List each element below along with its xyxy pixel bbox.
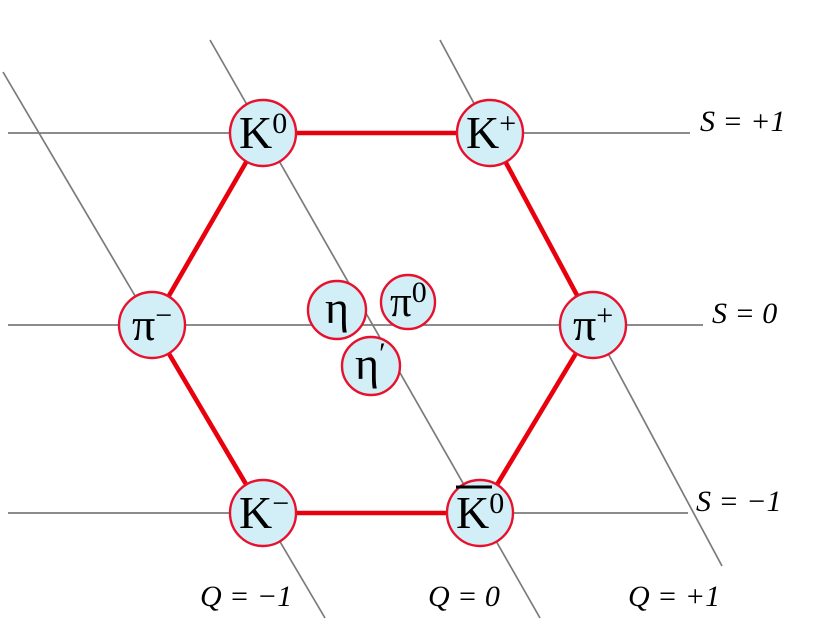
particle-k0bar: K0 bbox=[445, 478, 515, 548]
particle-k0bar-label: K0 bbox=[456, 487, 504, 538]
q-plus1-label: Q = +1 bbox=[628, 580, 720, 613]
particle-k0-sup: 0 bbox=[272, 107, 287, 140]
particle-pi0-base: π bbox=[390, 279, 412, 326]
particle-k0: K0 bbox=[228, 98, 298, 168]
particle-piminus-circle bbox=[117, 290, 187, 360]
q-minus1-label: Q = −1 bbox=[200, 580, 292, 613]
particle-eta-label: η bbox=[325, 282, 349, 333]
s-plus1-label: S = +1 bbox=[700, 105, 786, 138]
particle-piplus-circle bbox=[558, 290, 628, 360]
particle-etaprime: η′ bbox=[340, 335, 402, 397]
particle-pi0-circle bbox=[379, 273, 437, 331]
particle-piminus: π− bbox=[117, 290, 187, 360]
axis-labels: S = +1 S = 0 S = −1 Q = −1 Q = 0 Q = +1 bbox=[200, 105, 786, 613]
particle-kplus-label: K+ bbox=[466, 107, 516, 158]
particle-piplus-label: π+ bbox=[573, 299, 613, 350]
particle-k0bar-base: K bbox=[456, 487, 489, 538]
particle-k0-label: K0 bbox=[239, 107, 287, 158]
particle-piplus: π+ bbox=[558, 290, 628, 360]
particle-piminus-base: π bbox=[132, 299, 155, 350]
particle-kminus-circle bbox=[228, 478, 298, 548]
particle-k0-base: K bbox=[239, 107, 272, 158]
particle-etaprime-prime: ′ bbox=[379, 337, 386, 370]
particle-kminus-sup: − bbox=[272, 487, 289, 520]
particle-kminus: K− bbox=[228, 478, 298, 548]
particle-pi0: π0 bbox=[379, 273, 437, 331]
particle-pi0-sup: 0 bbox=[412, 276, 427, 309]
particle-kplus-base: K bbox=[466, 107, 499, 158]
particle-kplus-sup: + bbox=[499, 107, 516, 140]
particle-pi0-label: π0 bbox=[390, 276, 427, 326]
particle-k0bar-sup: 0 bbox=[489, 487, 504, 520]
particle-etaprime-base: η bbox=[355, 338, 379, 389]
particle-eta-circle bbox=[306, 279, 368, 341]
particle-k0-circle bbox=[228, 98, 298, 168]
particle-etaprime-label: η′ bbox=[355, 337, 386, 389]
particles: K0 K+ π− η π0 η′ bbox=[117, 98, 628, 548]
particle-kplus-circle bbox=[455, 98, 525, 168]
particle-kplus: K+ bbox=[455, 98, 525, 168]
particle-piplus-sup: + bbox=[596, 299, 613, 332]
particle-eta-base: η bbox=[325, 282, 349, 333]
q-zero-label: Q = 0 bbox=[428, 580, 500, 613]
particle-piminus-sup: − bbox=[155, 299, 172, 332]
particle-piplus-base: π bbox=[573, 299, 596, 350]
particle-kminus-label: K− bbox=[239, 487, 289, 538]
s-zero-label: S = 0 bbox=[712, 297, 777, 330]
s-minus1-label: S = −1 bbox=[696, 485, 782, 518]
particle-k0bar-circle bbox=[445, 478, 515, 548]
particle-eta: η bbox=[306, 279, 368, 341]
particle-kminus-base: K bbox=[239, 487, 272, 538]
particle-etaprime-circle bbox=[340, 335, 402, 397]
particle-piminus-label: π− bbox=[132, 299, 172, 350]
